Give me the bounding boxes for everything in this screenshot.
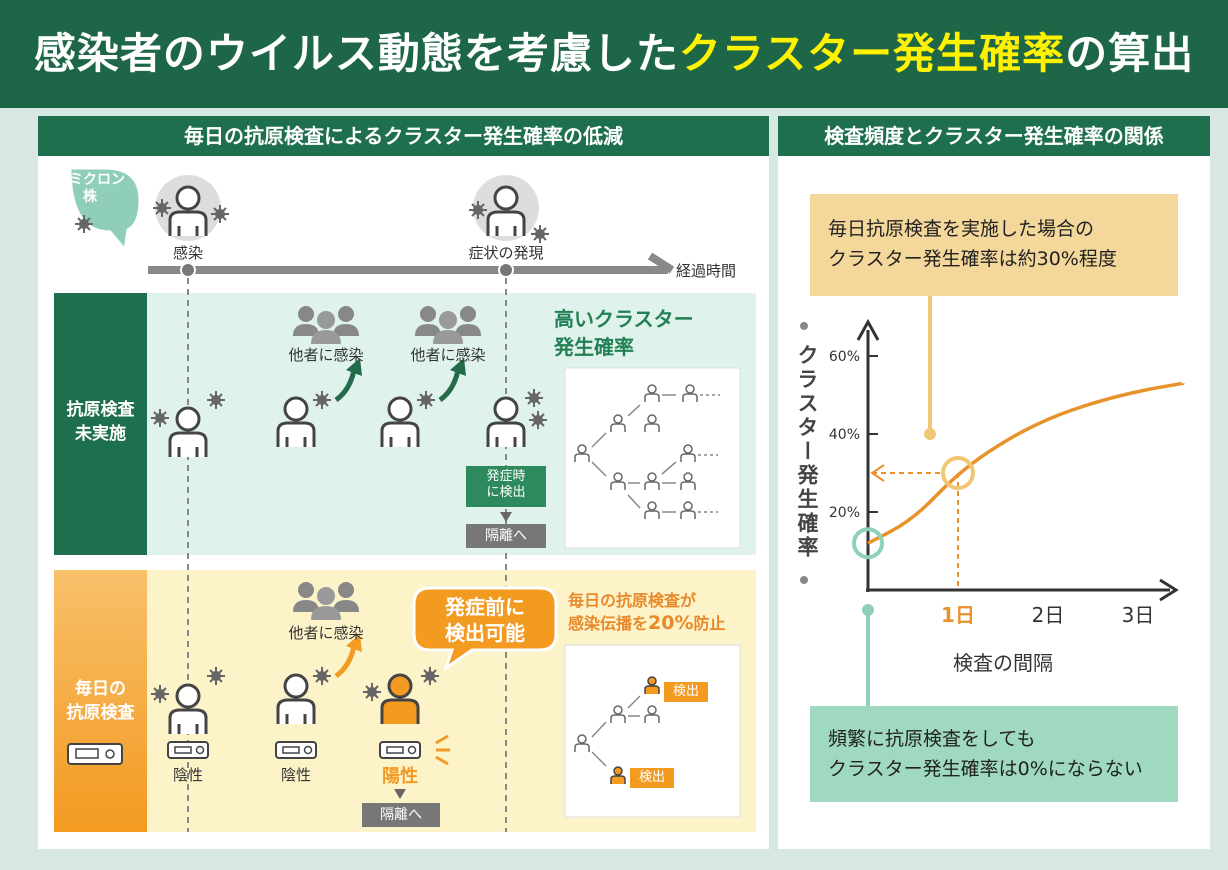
daily-label: 毎日の抗原検査 bbox=[66, 679, 135, 723]
omicron-bubble-label: オミクロン株 bbox=[55, 172, 125, 205]
daily-label-box bbox=[54, 570, 147, 832]
page-title: 感染者のウイルス動態を考慮したクラスター発生確率の算出 bbox=[33, 29, 1195, 78]
y-axis-arrow bbox=[856, 318, 880, 341]
y-tick-label-2: 40% bbox=[829, 427, 860, 443]
detect-tag-2: 検出 bbox=[630, 768, 674, 788]
highlight-arrow bbox=[870, 464, 885, 482]
infect-others-label-3: 他者に感染 bbox=[288, 624, 364, 642]
bottom-note-connector-dot bbox=[862, 604, 874, 616]
y-tick-label-1: 20% bbox=[829, 505, 860, 521]
x-tick-label-1: 1日 bbox=[941, 603, 975, 627]
x-axis-label: 検査の間隔 bbox=[953, 651, 1053, 675]
negative-label-2: 陰性 bbox=[280, 766, 311, 784]
infect-others-label-2: 他者に感染 bbox=[410, 346, 486, 364]
virus-icon-2 bbox=[800, 576, 808, 584]
elapsed-time-label: 経過時間 bbox=[676, 262, 737, 280]
note-top-text: 毎日抗原検査を実施した場合のクラスター発生確率は約30%程度 bbox=[828, 218, 1117, 270]
no-test-label-box bbox=[54, 293, 147, 555]
negative-label-1: 陰性 bbox=[172, 766, 203, 784]
x-tick-label-3: 3日 bbox=[1122, 603, 1155, 627]
x-tick-label-2: 2日 bbox=[1032, 603, 1065, 627]
detected-at-onset-badge: 発症時に検出 bbox=[466, 466, 546, 507]
virus-icon-1 bbox=[800, 322, 808, 330]
symptom-label: 症状の発現 bbox=[468, 244, 544, 262]
isolate-badge-1: 隔離へ bbox=[466, 524, 546, 548]
infection-label: 感染 bbox=[172, 244, 203, 262]
positive-label: 陽性 bbox=[382, 766, 418, 787]
left-section-header: 毎日の抗原検査によるクラスター発生確率の低減 bbox=[38, 116, 769, 156]
detect-tag-1: 検出 bbox=[664, 682, 708, 702]
title-bar bbox=[0, 0, 1228, 108]
isolate-badge-2: 隔離へ bbox=[362, 803, 440, 827]
note-bottom-box bbox=[810, 706, 1178, 802]
note-bottom-text: 頻繁に抗原検査をしてもクラスター発生確率は0%にならない bbox=[828, 728, 1143, 780]
highlight-marker bbox=[941, 456, 975, 490]
series-line bbox=[867, 381, 1184, 545]
top-note-connector-dot bbox=[924, 428, 936, 440]
high-cluster-label: 高いクラスター発生確率 bbox=[554, 307, 694, 359]
callout-pre-onset: 発症前に検出可能 bbox=[445, 595, 525, 645]
y-tick-label-3: 60% bbox=[829, 349, 860, 365]
note-top-box bbox=[810, 194, 1178, 296]
no-test-label: 抗原検査未実施 bbox=[66, 400, 135, 444]
right-section-header: 検査頻度とクラスター発生確率の関係 bbox=[778, 116, 1210, 156]
origin-marker bbox=[852, 527, 884, 560]
infect-others-label-1: 他者に感染 bbox=[288, 346, 364, 364]
y-axis-label: クラスター発生確率 bbox=[795, 344, 819, 560]
x-axis-arrow bbox=[1159, 578, 1179, 602]
prevention-label: 毎日の抗原検査が感染伝播を20%防止 bbox=[568, 591, 726, 634]
